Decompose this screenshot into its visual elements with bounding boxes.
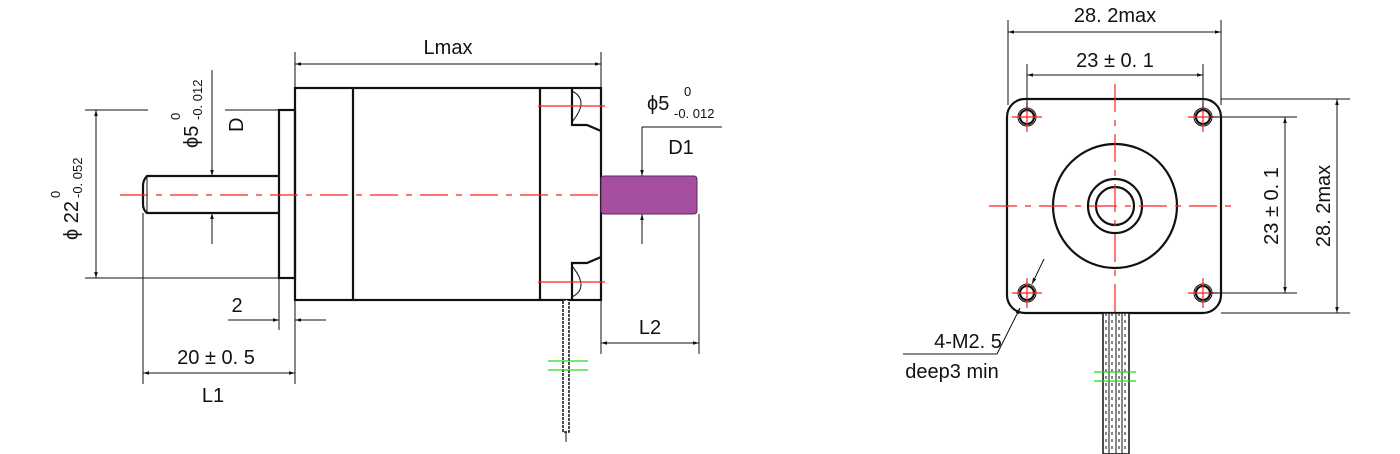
flange-thickness-label: 2 xyxy=(231,295,242,317)
hole-depth-label: deep3 min xyxy=(905,361,998,383)
front-view: 28. 2max 23 ± 0. 1 23 ± 0. 1 28. 2max 4-… xyxy=(903,5,1350,454)
l1-label: L1 xyxy=(202,385,224,407)
flange xyxy=(277,108,297,280)
rear-shaft xyxy=(600,175,698,215)
svg-text:ϕ5: ϕ5 xyxy=(181,126,203,148)
flange-dia-label: ϕ 22 0 -0. 052 xyxy=(48,158,85,240)
hole-callout-label: 4-M2. 5 xyxy=(934,331,1002,353)
motor-body xyxy=(293,86,603,302)
svg-text:ϕ 22: ϕ 22 xyxy=(61,201,83,240)
svg-text:-0. 012: -0. 012 xyxy=(190,80,205,120)
side-view: Lmax ϕ 22 0 -0. 052 ϕ5 0 -0. 012 D 2 20 … xyxy=(48,37,722,442)
svg-text:0: 0 xyxy=(48,191,63,198)
front-shaft-dia-label: ϕ5 0 -0. 012 xyxy=(168,80,205,148)
rear-shaft-label: D1 xyxy=(668,137,694,159)
hole-spacing-v-label: 23 ± 0. 1 xyxy=(1261,167,1283,245)
bearing-bottom xyxy=(570,255,602,300)
svg-text:-0. 012: -0. 012 xyxy=(674,106,714,121)
front-shaft-length-label: 20 ± 0. 5 xyxy=(177,347,255,369)
lead-wire xyxy=(562,299,570,433)
lead-wires xyxy=(1102,312,1130,454)
svg-text:0: 0 xyxy=(168,113,183,120)
l2-label: L2 xyxy=(639,317,661,339)
svg-text:ϕ5: ϕ5 xyxy=(647,93,669,115)
svg-text:0: 0 xyxy=(684,84,691,99)
lmax-label: Lmax xyxy=(424,37,473,59)
height-max-label: 28. 2max xyxy=(1313,165,1335,247)
width-max-label: 28. 2max xyxy=(1074,5,1156,27)
front-shaft-label: D xyxy=(226,118,248,132)
svg-text:-0. 052: -0. 052 xyxy=(70,158,85,198)
hole-spacing-h-label: 23 ± 0. 1 xyxy=(1076,50,1154,72)
rear-shaft-dia-label: ϕ5 0 -0. 012 xyxy=(647,84,714,121)
bearing-top xyxy=(570,88,602,133)
